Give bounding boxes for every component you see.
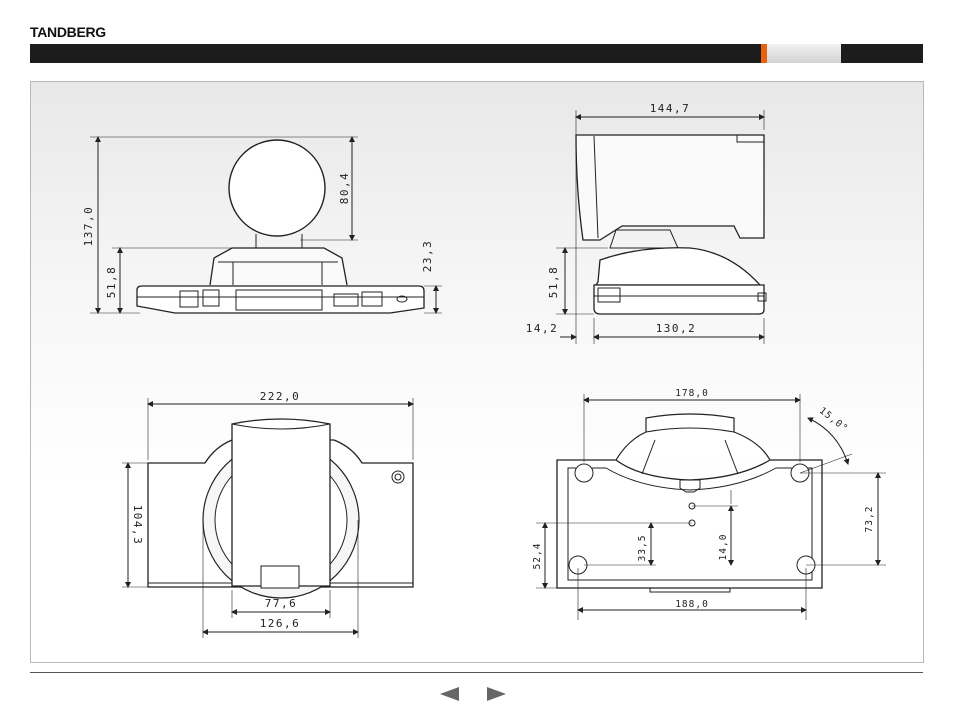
bottom-depth-right-label: 73,2 [864,506,875,533]
top-width-total-label: 222,0 [260,390,301,403]
bottom-screw-a-label: 33,5 [637,535,648,562]
next-page-button[interactable] [486,686,506,705]
prev-page-button[interactable] [440,686,460,705]
bottom-screw-b-label: 14,0 [718,534,729,561]
front-stand-body [210,248,347,285]
front-camera-ball [229,140,325,236]
bottom-lens-top [616,414,770,460]
side-view [576,135,766,314]
bottom-angle-label: 15,0° [817,405,850,434]
top-lens-width-label: 126,6 [260,617,301,630]
side-depth-base-label: 130,2 [656,322,697,335]
bottom-hole-span-top-label: 178,0 [675,388,709,399]
side-height-base-label: 51,8 [547,266,560,299]
side-stand [596,248,760,285]
front-height-foot-label: 23,3 [421,240,434,273]
front-view [137,140,424,313]
top-stand-foot [261,566,299,588]
side-camera-head [576,135,764,240]
bottom-depth-left-label: 52,4 [532,543,543,570]
top-depth-label: 104,3 [131,505,144,546]
side-neck [610,230,678,248]
side-depth-total-label: 144,7 [650,102,691,115]
front-height-base-label: 51,8 [105,266,118,299]
top-view [148,419,413,598]
front-height-total-label: 137,0 [82,206,95,247]
footer-divider [30,672,923,673]
top-camera-body [232,419,330,586]
triangle-left-icon [440,687,460,701]
bottom-hole-span-bottom-label: 188,0 [675,599,709,610]
side-offset-label: 14,2 [526,322,559,335]
triangle-right-icon [486,687,506,701]
bottom-foot-1 [575,464,593,482]
front-height-camera-label: 80,4 [338,172,351,205]
top-stand-width-label: 77,6 [265,597,298,610]
